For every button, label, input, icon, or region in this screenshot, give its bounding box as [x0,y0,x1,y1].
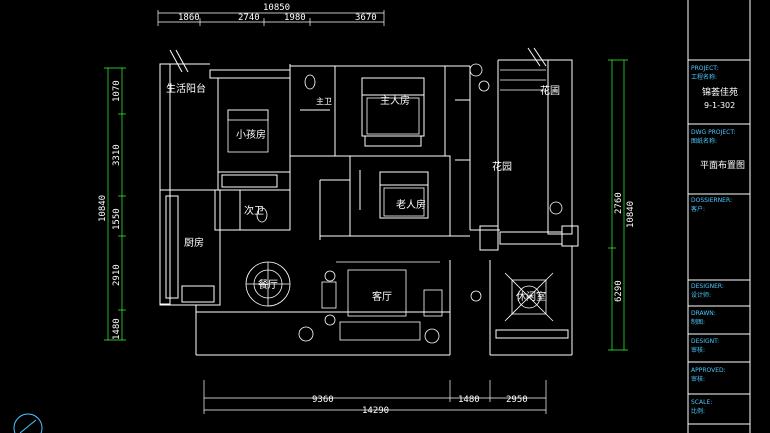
right-dimension-chain: 2760 6290 10840 [608,59,636,351]
top-seg-1: 1860 [178,13,200,23]
bottom-seg-2: 1480 [458,395,480,405]
label-flower-bed: 花圃 [540,84,560,97]
tb-scale-label: SCALE: [691,399,712,406]
right-seg-1: 2760 [614,192,624,214]
tb-drawn-label: DRAWN: [691,310,716,317]
tb-approved-label: APPROVED: [691,367,726,374]
right-total-dim: 10840 [626,201,636,228]
label-service-balcony: 生活阳台 [166,82,206,95]
top-seg-2: 2740 [238,13,260,23]
tb-project-label-cn: 工程名称: [691,73,717,81]
tb-owner-label-cn: 客户: [691,205,705,213]
bottom-dimension-chain: 9360 1480 2950 14290 [203,380,547,416]
tb-dwg-name: 平面布置图 [700,159,745,171]
left-seg-1: 1070 [112,80,122,102]
top-total-dim: 10850 [263,3,290,13]
label-garden: 花园 [492,160,512,173]
left-seg-4: 2910 [112,264,122,286]
top-seg-3: 1980 [284,13,306,23]
right-seg-2: 6290 [614,280,624,302]
left-total-dim: 10840 [98,195,108,222]
top-seg-4: 3670 [355,13,377,23]
furniture [227,63,563,344]
left-seg-3: 1550 [112,208,122,230]
bottom-total-dim: 14290 [362,406,389,416]
label-child-room: 小孩房 [236,128,266,141]
left-seg-2: 3310 [112,144,122,166]
label-elder-room: 老人房 [396,198,426,211]
label-second-bath: 次卫 [244,204,264,217]
label-dining: 餐厅 [258,278,278,291]
tb-checked-label: DESIGNT: [691,338,719,345]
label-leisure: 休闲室 [516,290,546,303]
bottom-seg-3: 2950 [506,395,528,405]
left-seg-5: 1480 [112,318,122,340]
tb-owner-label: DOSSIERNER: [691,197,732,204]
tb-dwg-label: DWG PROJECT: [691,129,735,136]
tb-project-name: 锦荟佳苑 [702,86,738,98]
label-master-bath: 主卫 [316,96,332,106]
room-labels: 生活阳台 小孩房 主卫 主人房 花圃 花园 老人房 次卫 厨房 餐厅 客厅 休闲… [166,82,560,303]
label-master-bedroom: 主人房 [380,94,410,107]
title-block: PROJECT: 工程名称: 锦荟佳苑 9-1-302 DWG PROJECT:… [687,0,751,433]
tb-drawn-label-cn: 制图: [691,318,705,326]
label-living: 客厅 [372,290,392,303]
tb-project-unit: 9-1-302 [704,101,735,110]
tb-project-label: PROJECT: [691,65,718,72]
tb-scale-label-cn: 比例: [691,407,705,415]
left-dimension-chain: 10840 1070 3310 1550 2910 1480 [98,67,126,341]
bottom-seg-1: 9360 [312,395,334,405]
ucs-icon [13,413,43,433]
floor-plan-walls [159,47,579,356]
tb-approved-label-cn: 审核: [691,375,705,383]
tb-checked-label-cn: 审核: [691,346,705,354]
tb-design-label-cn: 设计师: [691,291,711,299]
top-dimension-chain: 10850 1860 2740 1980 3670 [157,3,385,26]
tb-dwg-label-cn: 图纸名称: [691,137,717,145]
tb-design-label: DESIGNER: [691,283,724,290]
label-kitchen: 厨房 [184,236,204,249]
